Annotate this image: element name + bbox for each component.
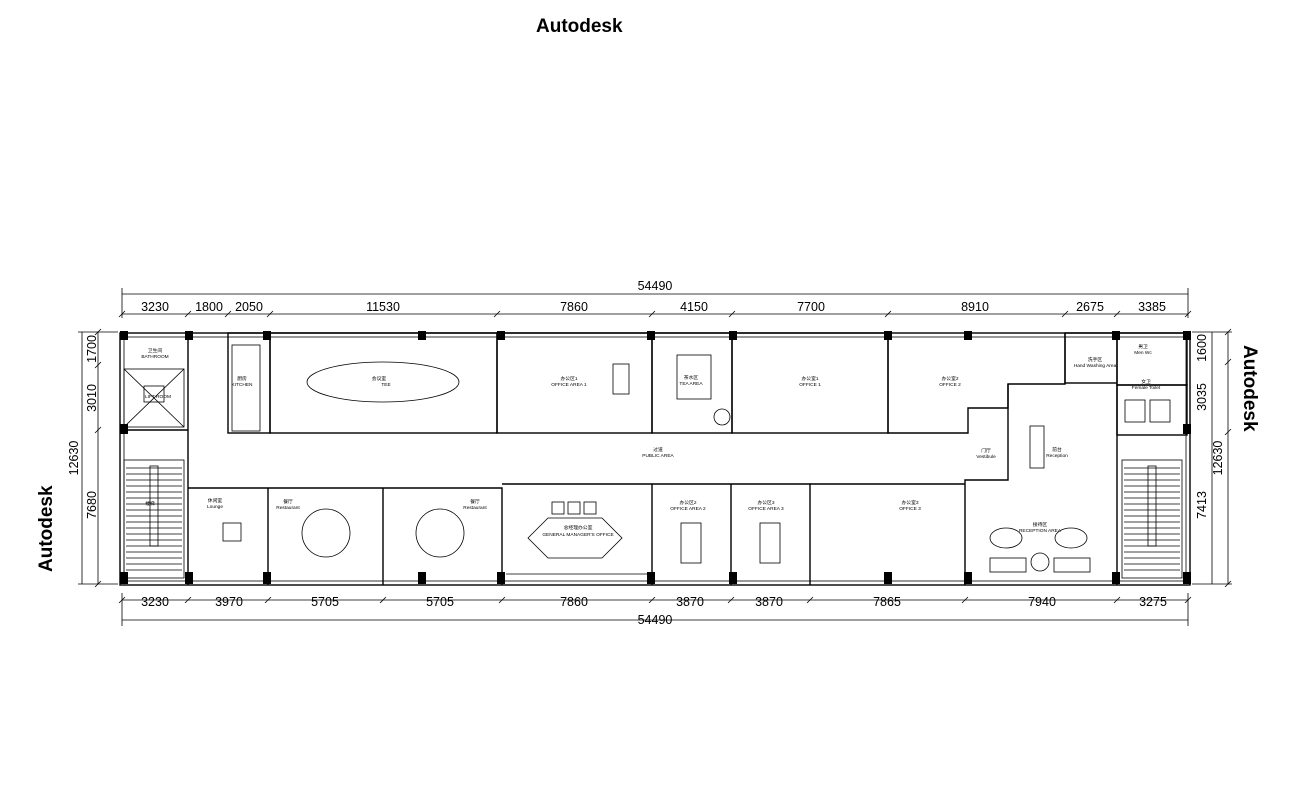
room-office-area-1-en: OFFICE AREA 1	[551, 382, 587, 388]
room-office-1-en: OFFICE 1	[799, 382, 821, 388]
room-restaurant-2-cn: 餐厅	[470, 498, 480, 505]
dim-bottom-seg: 3870	[676, 595, 704, 609]
room-office-3-cn: 办公室3	[901, 499, 918, 506]
dim-bottom-seg: 3230	[141, 595, 169, 609]
room-gm-cn: 总经理办公室	[564, 524, 593, 531]
dim-bottom-seg: 7860	[560, 595, 588, 609]
dimension-labels: 54490 3230 1800 2050 11530 7860 4150 770…	[67, 279, 1225, 627]
dim-bottom-seg: 5705	[311, 595, 339, 609]
room-lounge-en: Lounge	[207, 504, 223, 510]
dim-left-seg: 1700	[85, 335, 99, 363]
room-restaurant-1-cn: 餐厅	[283, 498, 293, 505]
dim-right-total: 12630	[1211, 441, 1225, 476]
dim-top-seg: 4150	[680, 300, 708, 314]
room-office-area-1-cn: 办公区1	[560, 375, 577, 382]
room-lift: LIFT ROOM	[145, 394, 171, 400]
room-kitchen-cn: 厨房	[237, 375, 247, 382]
dim-right-seg: 1600	[1195, 334, 1209, 362]
dim-top-seg: 7700	[797, 300, 825, 314]
room-restaurant-1-en: Restaurant	[276, 505, 300, 511]
room-female-en: Female Toilet	[1132, 385, 1161, 391]
walls	[119, 332, 1191, 586]
room-gm-en: GENERAL MANAGER'S OFFICE	[542, 532, 613, 538]
room-public-cn: 过道	[653, 446, 663, 453]
room-public-en: PUBLIC AREA	[642, 453, 674, 459]
room-office-3-en: OFFICE 3	[899, 506, 921, 512]
room-office-area-2-cn: 办公区2	[679, 499, 696, 506]
watermark-top: Autodesk	[536, 16, 623, 37]
dim-top-seg: 2675	[1076, 300, 1104, 314]
room-labels: 卫生间 BATHROOM LIFT ROOM 厨房 KITCHEN 会议室 TE…	[141, 344, 1161, 538]
room-meeting-en: TEE	[381, 382, 390, 388]
room-female-cn: 女卫	[1141, 378, 1151, 385]
room-kitchen-en: KITCHEN	[231, 382, 253, 388]
dim-left-seg: 3010	[85, 384, 99, 412]
room-meeting-cn: 会议室	[372, 375, 387, 382]
room-reception-en: Reception	[1046, 453, 1068, 459]
room-lounge-cn: 休闲室	[208, 497, 223, 504]
room-washing-cn: 洗手区	[1088, 356, 1103, 363]
room-tea-en: TEA AREA	[679, 381, 703, 387]
room-bathroom-cn: 卫生间	[148, 347, 163, 354]
room-washing-en: Hand Washing Area	[1074, 363, 1117, 369]
room-bathroom-en: BATHROOM	[141, 354, 168, 360]
room-office-2-en: OFFICE 2	[939, 382, 961, 388]
room-vestibule-cn: 门厅	[981, 447, 991, 454]
room-office-area-3-cn: 办公区3	[757, 499, 774, 506]
dim-bottom-seg: 3870	[755, 595, 783, 609]
room-office-area-3-en: OFFICE AREA 3	[748, 506, 784, 512]
room-men-wc-cn: 男卫	[1138, 344, 1148, 350]
room-reception-cn: 前台	[1052, 446, 1062, 453]
dim-top-seg: 11530	[366, 300, 400, 314]
dim-top-seg: 1800	[195, 300, 223, 314]
room-restaurant-2-en: Restaurant	[463, 505, 487, 511]
dim-bottom-seg: 7940	[1028, 595, 1056, 609]
dim-top-seg: 2050	[235, 300, 263, 314]
room-tea-cn: 茶水区	[684, 374, 699, 381]
room-office-area-2-en: OFFICE AREA 2	[670, 506, 706, 512]
room-office-2-cn: 办公室2	[941, 375, 958, 382]
dim-bottom-seg: 5705	[426, 595, 454, 609]
dim-right-seg: 7413	[1195, 491, 1209, 519]
dim-bottom-seg: 3275	[1139, 595, 1167, 609]
dim-right-seg: 3035	[1195, 383, 1209, 411]
dim-top-seg: 3230	[141, 300, 169, 314]
structural-columns	[120, 331, 1191, 584]
dim-left-seg: 7680	[85, 491, 99, 519]
room-stair: 楼梯	[145, 500, 155, 507]
dim-top-seg: 7860	[560, 300, 588, 314]
room-reception-area-cn: 接待区	[1033, 521, 1048, 528]
dim-left-total: 12630	[67, 441, 81, 476]
dim-bottom-seg: 3970	[215, 595, 243, 609]
dim-top-seg: 8910	[961, 300, 989, 314]
room-vestibule-en: Vestibule	[976, 454, 996, 460]
dimension-lines	[78, 288, 1232, 626]
room-office-1-cn: 办公室1	[801, 375, 818, 382]
dim-top-total: 54490	[638, 279, 673, 293]
dim-bottom-total: 54490	[638, 613, 673, 627]
dim-bottom-seg: 7865	[873, 595, 901, 609]
room-men-wc-en: Men Wc	[1134, 350, 1152, 356]
room-reception-area-en: RECEPTION AREA	[1019, 528, 1062, 534]
dim-top-seg: 3385	[1138, 300, 1166, 314]
